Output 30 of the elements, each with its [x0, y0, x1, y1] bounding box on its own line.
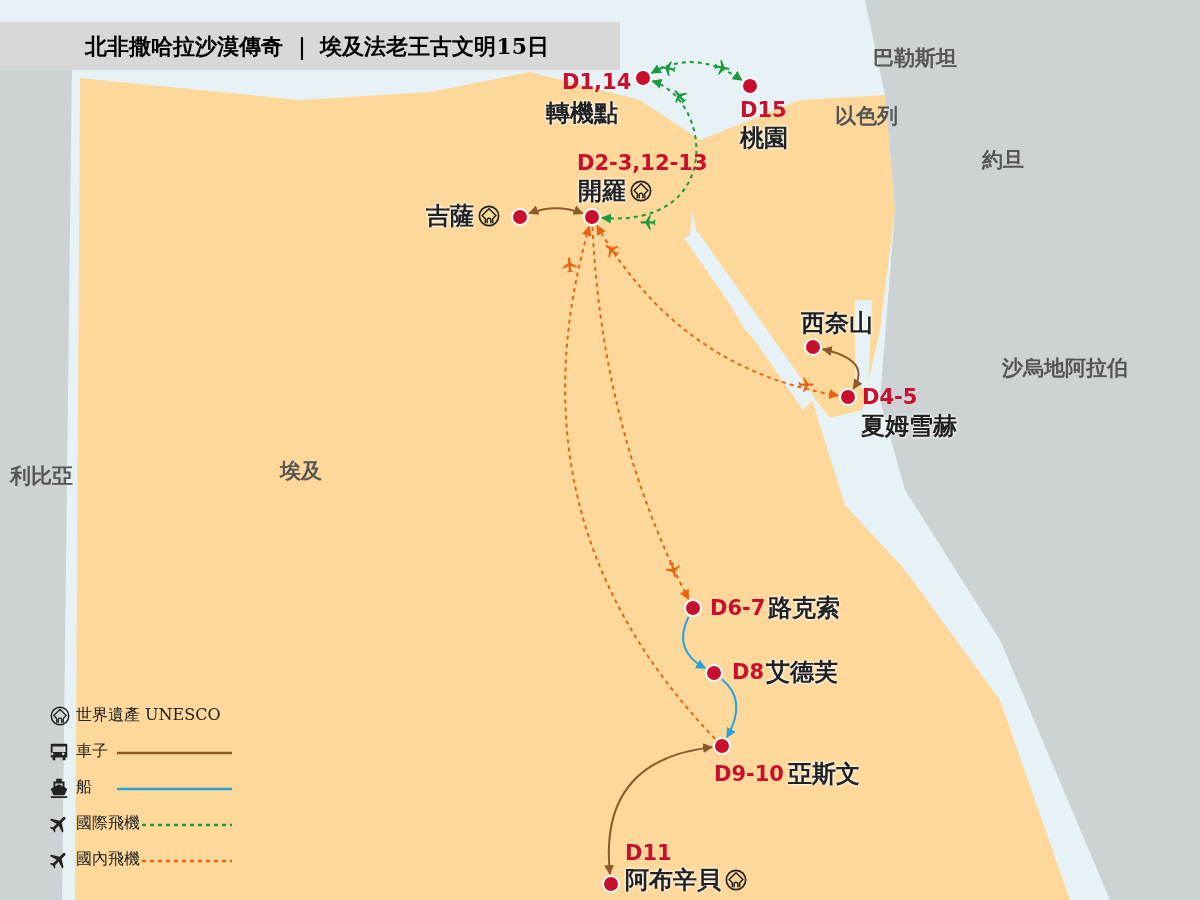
legend-text: 世界遺產 UNESCO [76, 705, 221, 726]
place-name: 桃園 [740, 126, 788, 150]
legend-text: 國內飛機 [76, 849, 140, 870]
day-label: D4-5 [862, 387, 918, 408]
day-label: D11 [625, 843, 672, 864]
place-name: 轉機點 [546, 101, 618, 125]
place-name: 路克索 [768, 596, 840, 620]
day-label: D15 [740, 100, 787, 121]
legend-text: 船 [76, 777, 92, 798]
place-name: 吉薩 [426, 204, 474, 228]
day-label: D2-3,12-13 [577, 153, 708, 174]
day-label: D6-7 [710, 598, 766, 619]
place-name: 西奈山 [801, 311, 873, 335]
country-label: 約旦 [982, 146, 1024, 174]
country-label: 沙烏地阿拉伯 [1002, 354, 1128, 382]
title-text: 北非撒哈拉沙漠傳奇 ｜ 埃及法老王古文明15日 [85, 32, 549, 62]
day-label: D1,14 [562, 72, 632, 93]
day-label: D9-10 [714, 764, 784, 785]
country-label: 巴勒斯坦 [873, 44, 957, 72]
legend-text: 車子 [76, 741, 108, 762]
country-label: 利比亞 [10, 462, 73, 490]
legend-text: 國際飛機 [76, 813, 140, 834]
place-name: 夏姆雪赫 [861, 414, 957, 438]
country-label: 埃及 [280, 457, 322, 485]
place-name: 亞斯文 [788, 762, 860, 786]
place-name: 艾德芙 [766, 660, 838, 684]
place-name: 開羅 [578, 179, 626, 203]
place-name: 阿布辛貝 [625, 868, 721, 892]
country-label: 以色列 [835, 102, 898, 130]
day-label: D8 [732, 662, 765, 683]
